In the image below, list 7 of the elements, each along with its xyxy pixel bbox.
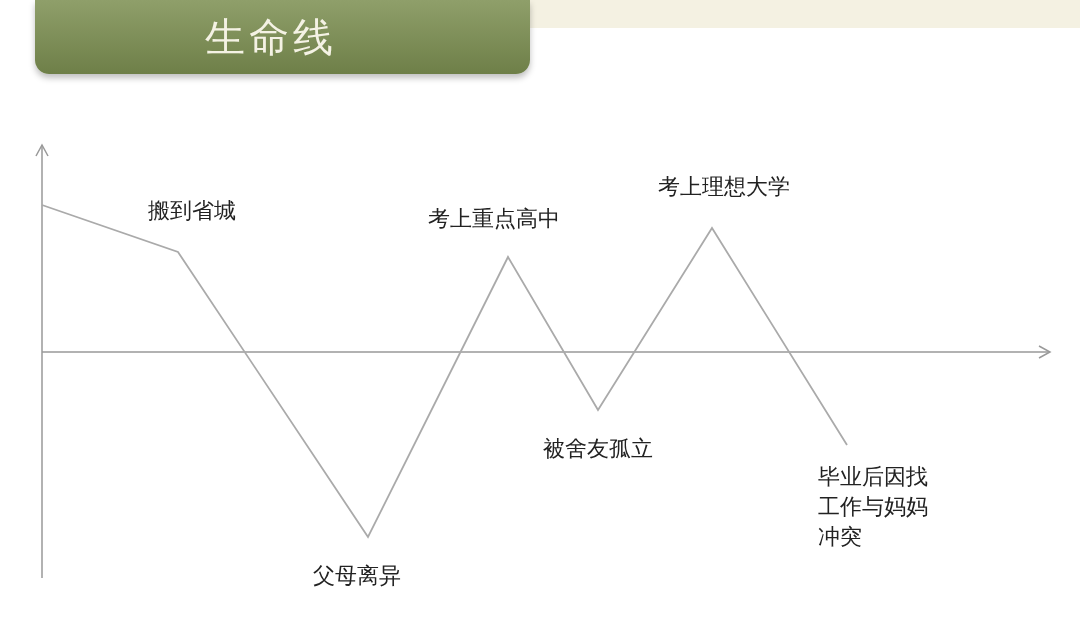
event-label: 被舍友孤立	[543, 435, 653, 463]
event-label: 考上重点高中	[428, 205, 560, 233]
event-label: 父母离异	[313, 562, 401, 590]
event-label: 考上理想大学	[658, 173, 790, 201]
event-label: 搬到省城	[148, 197, 236, 225]
title-banner: 生命线	[35, 0, 530, 74]
event-label: 毕业后因找工作与妈妈冲突	[818, 463, 929, 551]
